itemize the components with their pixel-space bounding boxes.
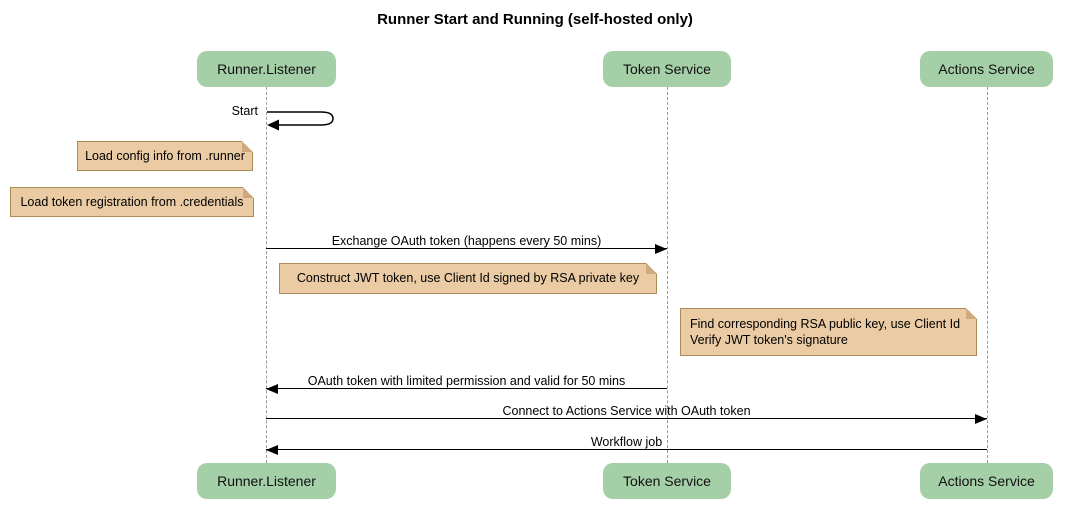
message-line bbox=[266, 388, 667, 389]
note-text: Load config info from .runner bbox=[85, 149, 245, 163]
arrowhead-left-icon bbox=[266, 445, 278, 455]
lifeline-token-service bbox=[667, 87, 668, 463]
note-fold-corner-icon bbox=[242, 141, 253, 152]
message-label-start: Start bbox=[231, 104, 258, 118]
note-text: Load token registration from .credential… bbox=[20, 195, 244, 209]
arrowhead-left-icon bbox=[266, 384, 278, 394]
arrowhead-right-icon bbox=[655, 244, 667, 254]
participant-top-actions-service: Actions Service bbox=[920, 51, 1053, 87]
participant-bottom-token-service: Token Service bbox=[603, 463, 731, 499]
note-load-config: Load config info from .runner bbox=[77, 141, 253, 171]
participant-bottom-runner-listener: Runner.Listener bbox=[197, 463, 336, 499]
message-label-connect-actions: Connect to Actions Service with OAuth to… bbox=[502, 404, 751, 418]
participant-top-token-service: Token Service bbox=[603, 51, 731, 87]
message-line bbox=[266, 248, 667, 249]
lifeline-runner-listener bbox=[266, 87, 267, 463]
note-verify-jwt: Find corresponding RSA public key, use C… bbox=[680, 308, 977, 356]
message-line bbox=[266, 418, 987, 419]
message-label-workflow-job: Workflow job bbox=[590, 435, 663, 449]
lifeline-actions-service bbox=[987, 87, 988, 463]
note-fold-corner-icon bbox=[243, 187, 254, 198]
note-load-token-registration: Load token registration from .credential… bbox=[10, 187, 254, 217]
message-line bbox=[266, 449, 987, 450]
arrowhead-right-icon bbox=[975, 414, 987, 424]
note-text: Construct JWT token, use Client Id signe… bbox=[296, 271, 640, 285]
note-text-line2: Verify JWT token's signature bbox=[690, 333, 848, 347]
note-text-line1: Find corresponding RSA public key, use C… bbox=[690, 317, 961, 331]
participant-bottom-actions-service: Actions Service bbox=[920, 463, 1053, 499]
diagram-title: Runner Start and Running (self-hosted on… bbox=[377, 11, 693, 28]
message-label-oauth-token-back: OAuth token with limited permission and … bbox=[307, 374, 626, 388]
arrowhead-left-icon bbox=[267, 119, 279, 131]
note-fold-corner-icon bbox=[966, 308, 977, 319]
participant-top-runner-listener: Runner.Listener bbox=[197, 51, 336, 87]
message-label-exchange-oauth: Exchange OAuth token (happens every 50 m… bbox=[331, 234, 602, 248]
self-loop-arrow bbox=[267, 111, 334, 131]
note-fold-corner-icon bbox=[646, 263, 657, 274]
note-construct-jwt: Construct JWT token, use Client Id signe… bbox=[279, 263, 657, 294]
